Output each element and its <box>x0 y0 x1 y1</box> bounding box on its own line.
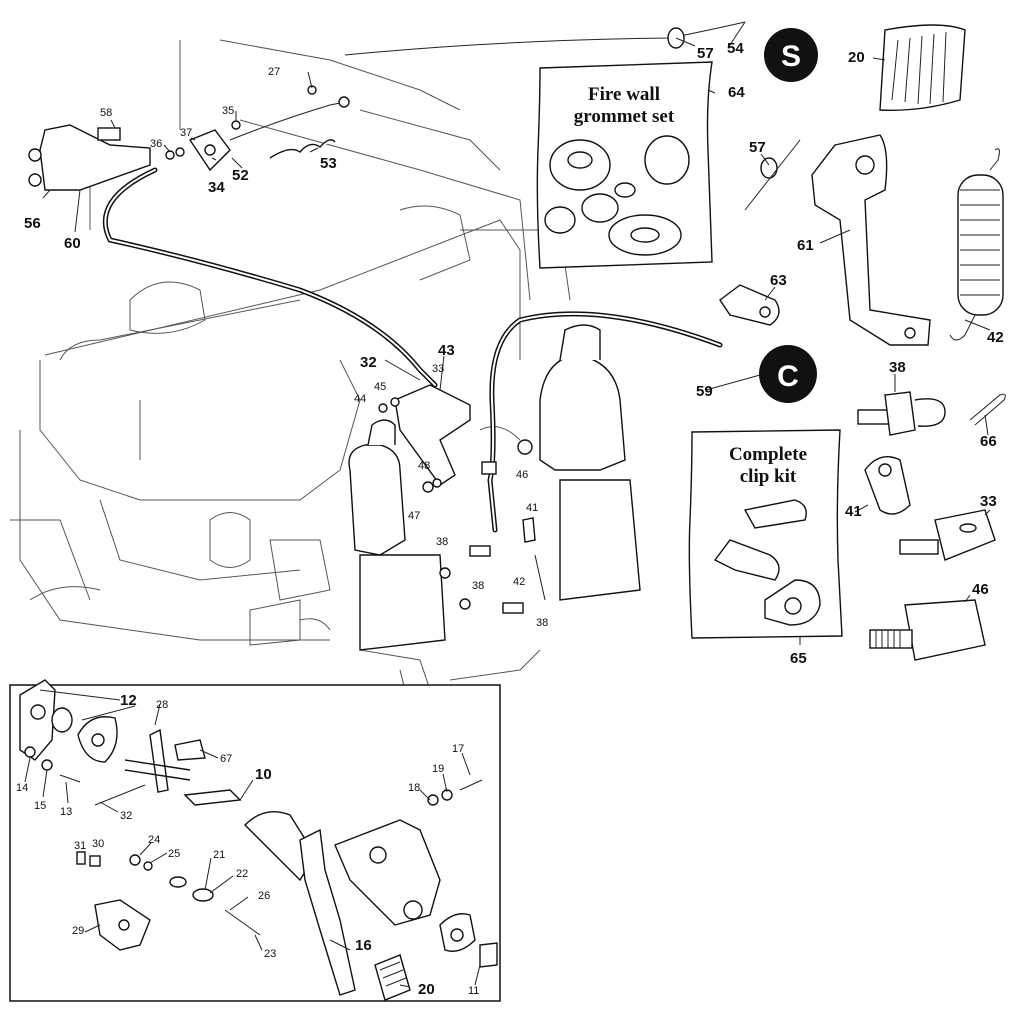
callout-19: 19 <box>432 763 444 775</box>
callout-16: 16 <box>355 937 372 954</box>
callout-33-b: 33 <box>980 493 997 510</box>
pedal-arm <box>811 134 931 346</box>
svg-text:S: S <box>781 40 801 73</box>
clip-kit-title: Complete <box>729 444 807 465</box>
callout-61: 61 <box>797 237 814 254</box>
callout-31: 31 <box>74 840 86 852</box>
callout-20: 20 <box>848 49 865 66</box>
callout-66: 66 <box>980 433 997 450</box>
callout-22: 22 <box>236 868 248 880</box>
callout-13: 13 <box>60 806 72 818</box>
callout-33: 33 <box>432 363 444 375</box>
callout-37: 37 <box>180 127 192 139</box>
callout-44: 44 <box>354 393 366 405</box>
callout-29: 29 <box>72 925 84 937</box>
clip-kit-subtitle: clip kit <box>740 466 797 487</box>
callout-labels: 54 57 20 64 27 58 35 37 36 34 52 53 56 6… <box>16 40 1004 998</box>
callout-18: 18 <box>408 782 420 794</box>
callout-38-b: 38 <box>436 536 448 548</box>
callout-41-b: 41 <box>845 503 862 520</box>
clip-kit: Complete clip kit <box>688 429 843 639</box>
callout-10: 10 <box>255 766 272 783</box>
pedal-assembly-inset <box>9 679 501 1002</box>
callout-23: 23 <box>264 948 276 960</box>
throttle-bracket-assembly <box>28 85 350 191</box>
svg-text:C: C <box>777 360 799 393</box>
callout-20-b: 20 <box>418 981 435 998</box>
callout-43: 43 <box>438 342 455 359</box>
callout-60: 60 <box>64 235 81 252</box>
callout-38-d: 38 <box>536 617 548 629</box>
callout-24: 24 <box>148 834 160 846</box>
cables <box>102 21 746 533</box>
callout-27: 27 <box>268 66 280 78</box>
callout-58: 58 <box>100 107 112 119</box>
callout-35: 35 <box>222 105 234 117</box>
callout-46-b: 46 <box>972 581 989 598</box>
linkage-bracket <box>378 384 546 614</box>
bolt-part <box>857 391 946 436</box>
callout-57: 57 <box>697 45 714 62</box>
callout-15: 15 <box>34 800 46 812</box>
callout-45: 45 <box>374 381 386 393</box>
callout-54: 54 <box>727 40 744 57</box>
callout-21: 21 <box>213 849 225 861</box>
callout-52: 52 <box>232 167 249 184</box>
clip-part <box>719 284 780 326</box>
callout-38-c: 38 <box>472 580 484 592</box>
split-pin <box>969 393 1006 426</box>
callout-59: 59 <box>696 383 713 400</box>
callout-42-b: 42 <box>513 576 525 588</box>
callout-11: 11 <box>468 985 479 997</box>
firewall-kit-title: Fire wall <box>588 84 660 105</box>
callout-14: 14 <box>16 782 28 794</box>
callout-32: 32 <box>360 354 377 371</box>
callout-67: 67 <box>220 753 232 765</box>
callout-41: 41 <box>526 502 538 514</box>
callout-17: 17 <box>452 743 464 755</box>
badge-s: S <box>764 28 818 82</box>
callout-56: 56 <box>24 215 41 232</box>
callout-36: 36 <box>150 138 162 150</box>
carburettors <box>348 324 641 651</box>
callout-30: 30 <box>92 838 104 850</box>
block-part-46 <box>869 599 986 661</box>
callout-32-b: 32 <box>120 810 132 822</box>
return-spring <box>949 148 1004 341</box>
callout-38: 38 <box>889 359 906 376</box>
firewall-kit-subtitle: grommet set <box>574 106 675 127</box>
accelerator-pedal-pad <box>879 24 966 111</box>
callout-64: 64 <box>728 84 745 101</box>
callout-42: 42 <box>987 329 1004 346</box>
callout-48: 48 <box>418 460 430 472</box>
callout-65: 65 <box>790 650 807 667</box>
leader-lines <box>24 21 991 988</box>
callout-47: 47 <box>408 510 420 522</box>
engine-outline <box>10 39 571 711</box>
callout-57-b: 57 <box>749 139 766 156</box>
callout-34: 34 <box>208 179 225 196</box>
callout-25: 25 <box>168 848 180 860</box>
block-part-33 <box>899 509 996 561</box>
badge-c: C <box>759 345 817 403</box>
callout-28: 28 <box>156 699 168 711</box>
firewall-grommet-kit: Fire wall grommet set <box>536 61 713 269</box>
callout-12: 12 <box>120 692 137 709</box>
callout-46: 46 <box>516 469 528 481</box>
callout-26: 26 <box>258 890 270 902</box>
plate-part <box>864 456 911 515</box>
callout-53: 53 <box>320 155 337 172</box>
callout-63: 63 <box>770 272 787 289</box>
